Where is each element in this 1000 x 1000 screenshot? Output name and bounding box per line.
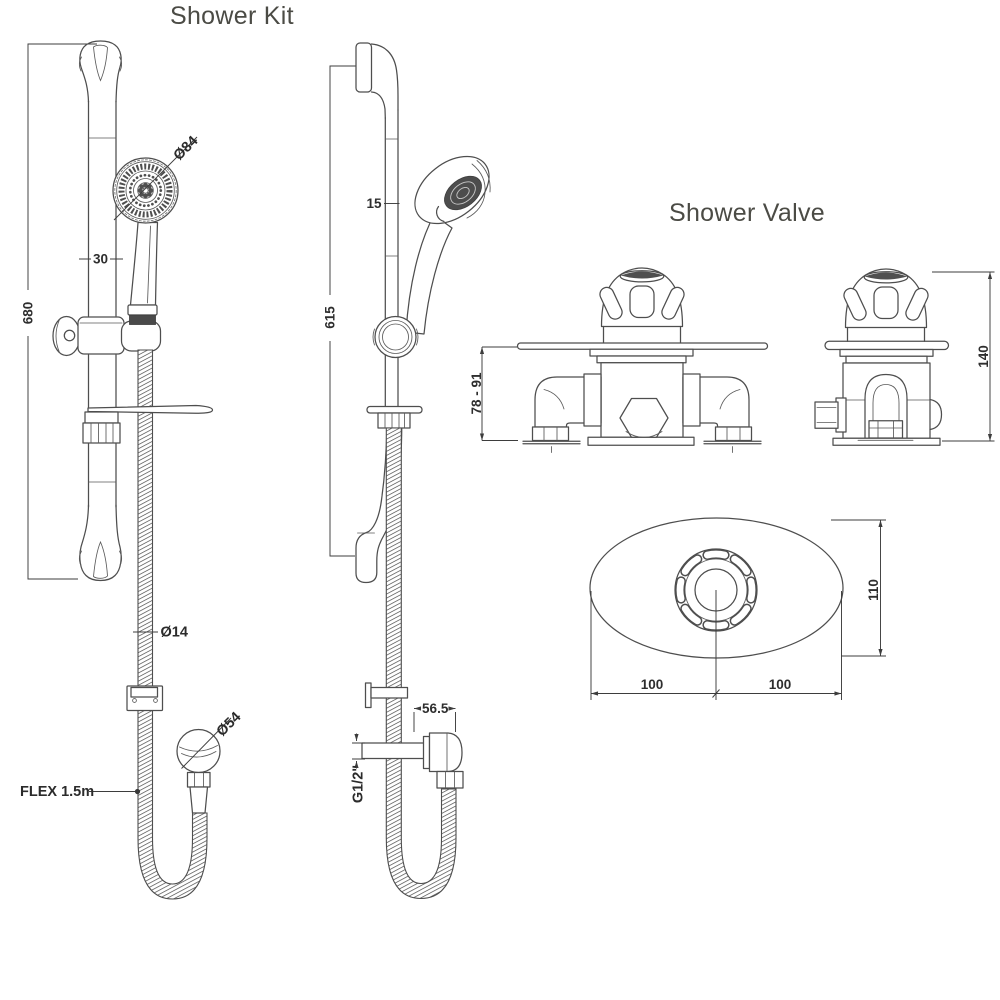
wall-bracket-side <box>364 682 409 709</box>
valve-pipe-loop <box>864 373 908 439</box>
valve-knob-side <box>843 268 929 342</box>
dim-label-100-left: 100 <box>641 677 664 692</box>
dim-label-100-right: 100 <box>769 677 792 692</box>
dim-rail-length-680: 680 <box>21 43 97 580</box>
wall-bracket-front <box>126 685 164 712</box>
cover-plate-ellipse <box>589 517 844 659</box>
valve-cover-plate-edge-front <box>516 342 769 350</box>
dim-outlet-depth-56-5: 56.5 <box>413 701 456 732</box>
valve-inlet-elbow-left <box>522 373 602 453</box>
shower-kit-side-view: 615 15 <box>323 42 491 900</box>
valve-cover-plate-view: 110 100 100 <box>589 517 886 700</box>
rail-bottom-finial <box>79 504 122 582</box>
dim-thread-g12: G1/2" <box>351 733 367 803</box>
dim-label-flex: FLEX 1.5m <box>20 784 94 800</box>
dim-label-110: 110 <box>866 579 881 601</box>
dim-rail-height-615: 615 <box>323 65 357 557</box>
wall-outlet-side <box>361 732 464 789</box>
page-title-shower-kit: Shower Kit <box>170 2 294 30</box>
dial-slots-fill <box>676 550 756 630</box>
dim-flex-length: FLEX 1.5m <box>20 784 141 800</box>
valve-hex-nut-front <box>619 397 669 438</box>
supply-pipe <box>361 742 431 760</box>
soap-dish-side <box>366 405 423 429</box>
rail-wall-plate-top <box>355 42 373 93</box>
dim-rail-width-30: 30 <box>79 252 123 267</box>
valve-cover-plate-edge-side <box>824 340 950 351</box>
valve-side-view: 140 <box>814 268 995 446</box>
dim-label-15: 15 <box>366 196 382 211</box>
dim-label-g12: G1/2" <box>351 765 367 803</box>
dim-label-680: 680 <box>21 302 36 325</box>
dim-hose-diameter-14: Ø14 <box>133 625 188 641</box>
dim-label-615: 615 <box>323 306 338 329</box>
shower-hose-front <box>137 349 208 900</box>
dim-recess-depth-78-91: 78 - 91 <box>469 346 518 441</box>
dim-label-78-91: 78 - 91 <box>469 372 484 415</box>
dim-label-140: 140 <box>976 345 991 368</box>
dim-valve-height-140: 140 <box>932 271 995 442</box>
slide-rail-front <box>78 40 123 582</box>
slider-bracket-front <box>52 315 162 357</box>
knob-cap-shading-side <box>864 272 908 280</box>
valve-knob-front <box>599 267 685 344</box>
spray-face <box>444 175 482 211</box>
valve-outlet-stub <box>814 401 839 429</box>
handset-cradle <box>120 320 162 352</box>
dim-plate-height-110: 110 <box>831 519 886 657</box>
valve-front-view: 78 - 91 <box>469 267 769 454</box>
section-title-shower-valve: Shower Valve <box>669 199 825 227</box>
rail-top-finial <box>79 40 122 103</box>
handset-head-front <box>112 157 179 224</box>
shower-hose-side <box>385 427 457 900</box>
compression-nut <box>531 426 570 442</box>
dim-label-56-5: 56.5 <box>422 701 449 716</box>
dim-label-dia14: Ø14 <box>161 625 188 641</box>
knob-cap-shading <box>620 271 664 279</box>
soap-dish-front <box>82 404 214 444</box>
slider-ring-side <box>372 315 419 359</box>
slide-rail-side <box>355 42 399 408</box>
hose-nut <box>129 314 156 325</box>
dim-label-30: 30 <box>93 252 108 267</box>
valve-loop-nut <box>868 420 904 439</box>
dim-plate-width-100-100: 100 100 <box>590 591 842 700</box>
dim-handset-offset-15: 15 <box>366 196 400 211</box>
handset-handle-front <box>127 221 159 325</box>
handset-side <box>405 155 491 335</box>
